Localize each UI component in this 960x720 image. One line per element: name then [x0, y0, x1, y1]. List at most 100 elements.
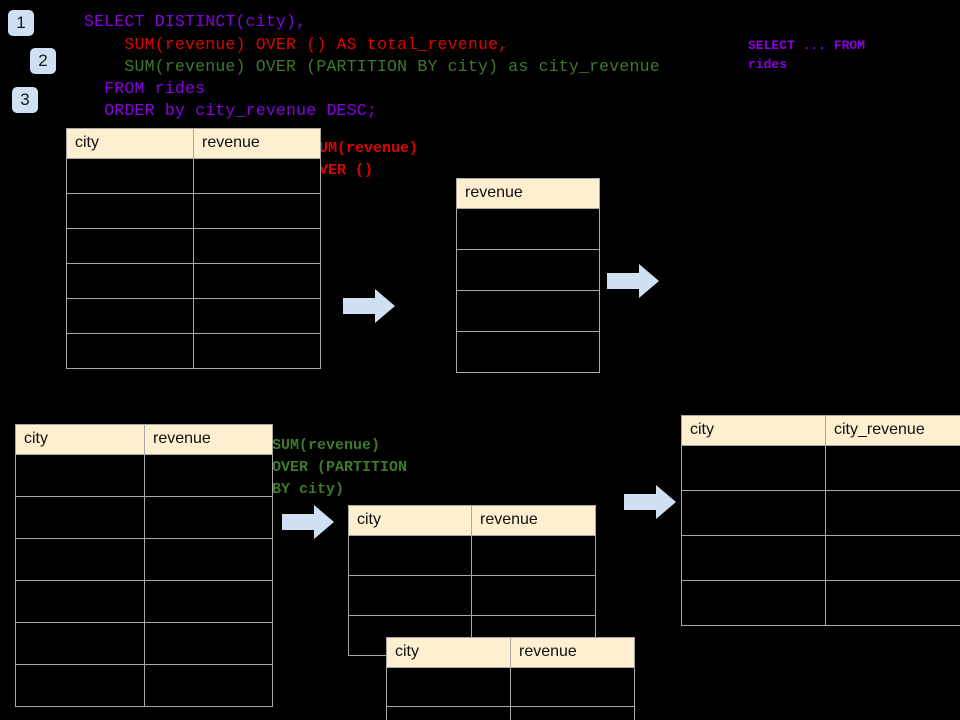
cell-city — [15, 664, 145, 707]
cell-revenue — [471, 575, 596, 616]
sql-line-from: FROM rides — [84, 79, 206, 98]
cell-city — [681, 445, 826, 491]
arrow-source-to-total-icon — [343, 289, 395, 323]
cell-revenue — [144, 622, 273, 665]
table-row — [456, 290, 600, 332]
cell-revenue — [456, 290, 600, 332]
table-row — [681, 445, 960, 491]
arrow-partition-to-result-icon — [624, 485, 676, 519]
cell-city — [66, 263, 194, 299]
table-row — [15, 454, 273, 497]
annotation-select-from-rides: SELECT ... FROM rides — [748, 38, 866, 72]
table-header-row: city city_revenue — [681, 415, 960, 446]
cell-city — [66, 333, 194, 369]
cell-revenue — [193, 158, 321, 194]
cell-city — [15, 580, 145, 623]
table-row — [15, 538, 273, 581]
rides-source-table: city revenue — [66, 128, 321, 369]
cell-city — [66, 193, 194, 229]
table-header-row: city revenue — [386, 637, 635, 668]
cell-city-revenue — [825, 580, 960, 626]
table-row — [456, 249, 600, 291]
table-row — [66, 228, 321, 264]
annotation-sum-over-empty: SUM(revenue) OVER () — [310, 140, 419, 179]
cell-city — [66, 228, 194, 264]
table-row — [681, 535, 960, 581]
cell-city — [15, 622, 145, 665]
cell-revenue — [144, 664, 273, 707]
table-row — [66, 158, 321, 194]
table-row — [15, 580, 273, 623]
column-header-city: city — [348, 505, 472, 536]
cell-city-revenue — [825, 490, 960, 536]
cell-revenue — [510, 667, 635, 707]
table-header-row: city revenue — [66, 128, 321, 159]
cell-revenue — [456, 208, 600, 250]
column-header-city: city — [386, 637, 511, 668]
cell-city — [15, 496, 145, 539]
cell-revenue — [193, 333, 321, 369]
cell-revenue — [144, 538, 273, 581]
partition-table-back: city revenue — [348, 505, 596, 656]
partition-table-front: city revenue — [386, 637, 635, 720]
annotation-sum-over-partition: SUM(revenue) OVER (PARTITION BY city) — [272, 437, 408, 498]
cell-city — [681, 580, 826, 626]
column-header-revenue: revenue — [193, 128, 321, 159]
cell-revenue — [456, 331, 600, 373]
table-row — [15, 496, 273, 539]
table-row — [66, 193, 321, 229]
step-badge-1: 1 — [8, 10, 34, 36]
column-header-revenue: revenue — [510, 637, 635, 668]
sql-line-city-revenue: SUM(revenue) OVER (PARTITION BY city) as… — [84, 57, 660, 76]
cell-revenue — [456, 249, 600, 291]
cell-revenue — [193, 263, 321, 299]
arrow-total-to-result-icon — [607, 264, 659, 298]
table-row — [681, 490, 960, 536]
table-row — [386, 667, 635, 707]
column-header-city: city — [15, 424, 145, 455]
city-revenue-result-table: city city_revenue — [681, 415, 960, 626]
column-header-revenue: revenue — [456, 178, 600, 209]
table-header-row: city revenue — [15, 424, 273, 455]
table-row — [15, 664, 273, 707]
table-header-row: city revenue — [348, 505, 596, 536]
table-row — [66, 298, 321, 334]
sql-line-select: SELECT DISTINCT(city), — [84, 12, 307, 31]
cell-city-revenue — [825, 535, 960, 581]
table-row — [348, 575, 596, 616]
cell-city — [15, 538, 145, 581]
cell-city — [386, 706, 511, 720]
table-row — [456, 208, 600, 250]
rides-source-table-bottom: city revenue — [15, 424, 273, 707]
cell-city — [681, 490, 826, 536]
cell-city — [66, 298, 194, 334]
table-row — [348, 535, 596, 576]
step-badge-2: 2 — [30, 48, 56, 74]
cell-city — [681, 535, 826, 581]
cell-city — [386, 667, 511, 707]
table-row — [66, 333, 321, 369]
cell-revenue — [193, 298, 321, 334]
cell-city-revenue — [825, 445, 960, 491]
column-header-city: city — [66, 128, 194, 159]
column-header-revenue: revenue — [471, 505, 596, 536]
column-header-city: city — [681, 415, 826, 446]
arrow-source-to-partition-icon — [282, 505, 334, 539]
table-row — [15, 622, 273, 665]
table-row — [456, 331, 600, 373]
cell-city — [348, 535, 472, 576]
cell-city — [348, 575, 472, 616]
table-row — [66, 263, 321, 299]
table-header-row: revenue — [456, 178, 600, 209]
column-header-revenue: revenue — [144, 424, 273, 455]
sql-line-total-revenue: SUM(revenue) OVER () AS total_revenue, — [84, 35, 509, 54]
cell-revenue — [510, 706, 635, 720]
cell-city — [15, 454, 145, 497]
table-row — [386, 706, 635, 720]
cell-city — [66, 158, 194, 194]
total-revenue-table: revenue — [456, 178, 600, 373]
sql-line-order-by: ORDER by city_revenue DESC; — [84, 101, 377, 120]
cell-revenue — [193, 193, 321, 229]
cell-revenue — [144, 580, 273, 623]
